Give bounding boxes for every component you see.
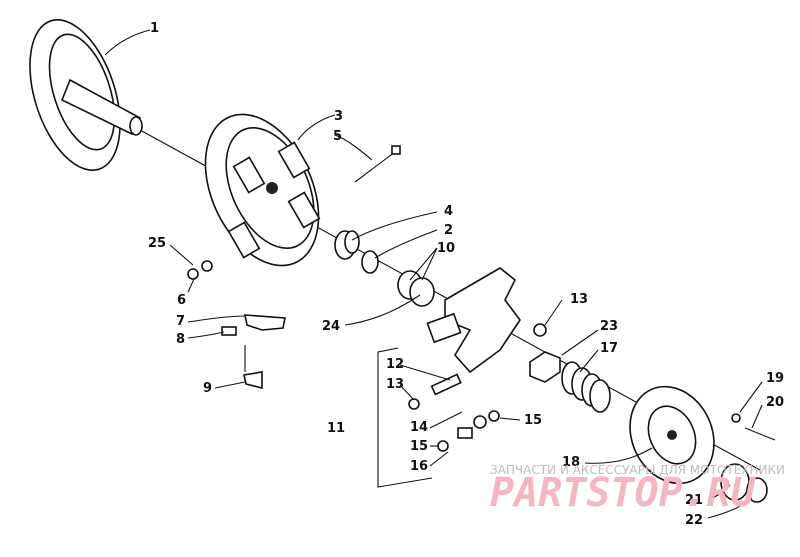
part-6-nut	[187, 268, 199, 280]
part-4-bushing	[334, 230, 360, 260]
part-5-bolt	[354, 145, 401, 183]
callout-13a: 13	[570, 292, 588, 307]
watermark-logo: PARTSTOP.RU	[490, 470, 756, 516]
callout-3: 3	[334, 109, 343, 124]
callout-12: 12	[386, 357, 404, 372]
part-9-clip	[243, 371, 263, 390]
part-17-spring	[561, 361, 611, 413]
callout-4: 4	[444, 204, 453, 219]
part-8-pin	[221, 326, 237, 336]
callout-6: 6	[177, 293, 186, 308]
callout-23: 23	[600, 319, 618, 334]
callout-21: 21	[685, 493, 703, 508]
callout-22: 22	[685, 513, 703, 528]
callout-25: 25	[148, 236, 166, 251]
callout-2: 2	[444, 223, 453, 238]
part-15-washer-b	[488, 410, 500, 422]
part-24-cam-arm	[426, 267, 521, 374]
part-13-roller-a	[408, 398, 420, 410]
part-12-pin	[430, 373, 462, 396]
part-23-nut	[529, 351, 561, 383]
part-25-washer	[201, 260, 213, 272]
part-1-sheave-shaft	[29, 18, 143, 172]
callout-11: 11	[327, 421, 345, 436]
part-7-weight-arm	[244, 314, 286, 331]
leader-lines	[104, 29, 763, 519]
callout-13b: 13	[386, 377, 404, 392]
part-22-ring	[746, 477, 768, 503]
group-11-bracket	[377, 347, 433, 488]
callout-5: 5	[333, 129, 342, 144]
callout-8: 8	[176, 332, 185, 347]
callout-20: 20	[766, 395, 784, 410]
callout-24: 24	[322, 319, 340, 334]
callout-7: 7	[176, 314, 185, 329]
callout-1: 1	[150, 21, 159, 36]
part-20-bolt	[744, 427, 776, 441]
part-14-bushing	[457, 427, 473, 439]
callout-15b: 15	[524, 413, 542, 428]
callout-15a: 15	[410, 439, 428, 454]
watermark-tagline: ЗАПЧАСТИ И АКСЕССУАРЫ ДЛЯ МОТОТЕХНИКИ	[490, 463, 785, 477]
callout-9: 9	[203, 381, 212, 396]
callout-10: 10	[437, 241, 455, 256]
part-2-snap-ring	[361, 250, 379, 274]
callout-17: 17	[600, 341, 618, 356]
part-15-washer-a	[437, 440, 449, 452]
callout-19: 19	[766, 371, 784, 386]
part-19-washer	[731, 413, 741, 423]
callout-18: 18	[562, 455, 580, 470]
part-13-roller-b	[533, 323, 547, 337]
part-16-roller	[473, 415, 487, 429]
part-10-washers	[397, 270, 435, 307]
part-18-cover	[629, 385, 715, 485]
callout-16: 16	[410, 459, 428, 474]
callout-14: 14	[410, 420, 428, 435]
part-3-clutch-housing	[204, 113, 321, 267]
